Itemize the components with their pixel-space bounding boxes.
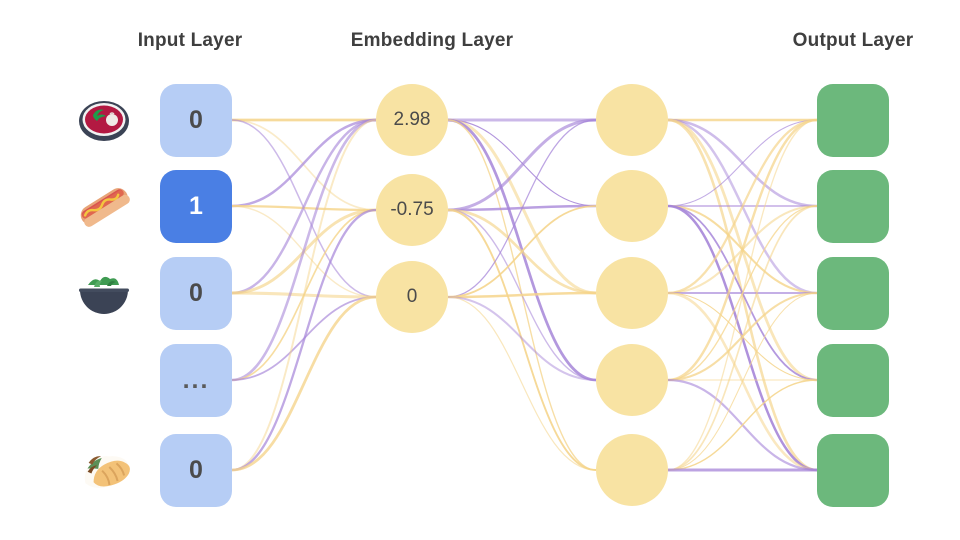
input-node-2[interactable]: 0 — [160, 256, 232, 330]
hidden-node-4[interactable] — [596, 434, 668, 506]
stew-bowl-icon — [74, 90, 134, 150]
output-node-0[interactable] — [817, 83, 889, 157]
embedding-node-2-label: 0 — [406, 286, 418, 307]
embedding-node-1[interactable]: -0.75 — [376, 174, 448, 246]
input-layer-title: Input Layer — [137, 30, 243, 51]
output-node-4[interactable] — [817, 433, 889, 507]
input-node-3[interactable]: ... — [160, 343, 232, 417]
output-node-1[interactable] — [817, 169, 889, 243]
input-node-4[interactable]: 0 — [160, 433, 232, 507]
input-node-0-label: 0 — [189, 105, 203, 134]
input-node-0[interactable]: 0 — [160, 83, 232, 157]
embedding-node-0-label: 2.98 — [393, 109, 431, 130]
output-layer-title: Output Layer — [792, 30, 914, 51]
input-node-1-label: 1 — [189, 191, 203, 220]
input-node-2-label: 0 — [189, 278, 203, 307]
hot-dog-icon — [74, 176, 134, 236]
input-node-4-label: 0 — [189, 455, 203, 484]
hidden-node-0[interactable] — [596, 84, 668, 156]
hidden-node-3[interactable] — [596, 344, 668, 416]
embedding-node-1-label: -0.75 — [390, 199, 434, 220]
salad-bowl-icon — [74, 263, 134, 323]
embedding-node-0[interactable]: 2.98 — [376, 84, 448, 156]
burrito-icon — [74, 440, 134, 500]
output-node-2[interactable] — [817, 256, 889, 330]
embedding-node-2[interactable]: 0 — [376, 261, 448, 333]
output-node-3[interactable] — [817, 343, 889, 417]
input-node-3-label: ... — [182, 365, 210, 394]
input-node-1[interactable]: 1 — [160, 169, 232, 243]
hidden-node-2[interactable] — [596, 257, 668, 329]
embedding-layer-title: Embedding Layer — [350, 30, 514, 51]
hidden-node-1[interactable] — [596, 170, 668, 242]
